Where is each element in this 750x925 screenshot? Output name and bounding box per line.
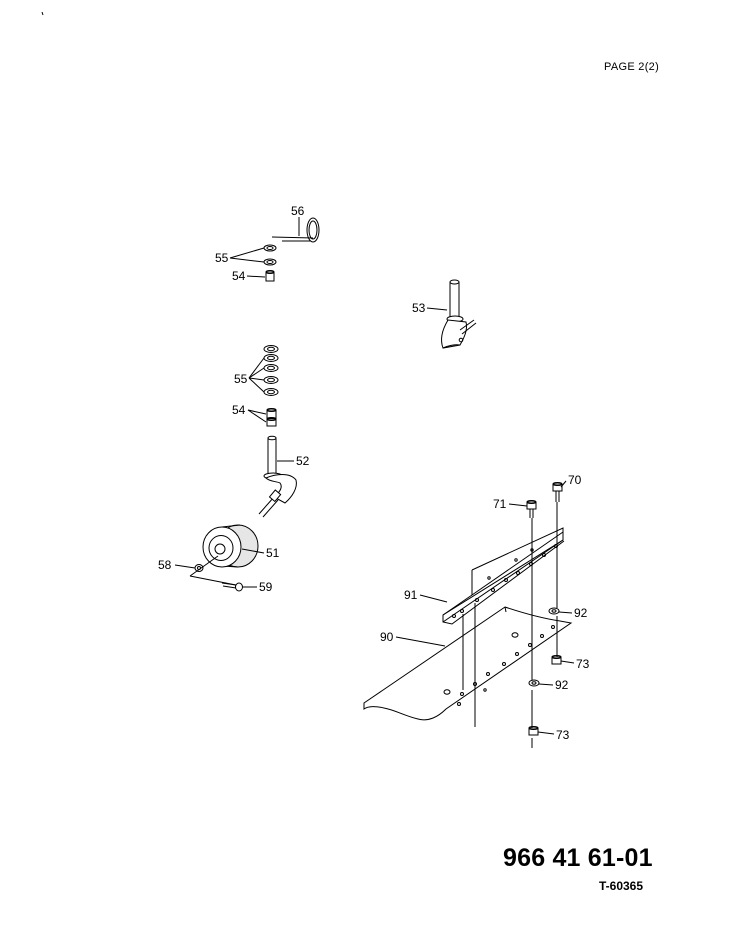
callout-53-label: 53	[412, 301, 426, 315]
part-55-lower-washers	[263, 345, 279, 396]
callout-92-upper-label: 92	[574, 606, 588, 620]
callout-59: 59	[243, 580, 273, 594]
callout-53: 53	[412, 301, 448, 315]
document-number: 966 41 61-01	[503, 844, 653, 872]
part-56-clip	[271, 217, 320, 243]
callout-54-lower: 54	[232, 403, 267, 423]
callout-58-label: 58	[158, 558, 172, 572]
callout-58: 58	[158, 558, 196, 572]
callout-90-label: 90	[380, 630, 394, 644]
part-70-bolt	[552, 482, 563, 657]
callout-52-label: 52	[296, 454, 310, 468]
callout-71-label: 71	[493, 497, 507, 511]
callout-51-label: 51	[266, 546, 280, 560]
part-55-upper-washers	[263, 244, 277, 266]
callout-55-upper: 55	[215, 247, 265, 265]
part-73-upper-nut	[551, 655, 562, 665]
part-54-lower-bushings	[266, 408, 277, 427]
callout-55-upper-label: 55	[215, 251, 229, 265]
callout-73-lower: 73	[537, 728, 570, 742]
callout-51: 51	[241, 546, 280, 560]
callout-92-lower-label: 92	[555, 678, 569, 692]
part-59-bolt	[221, 582, 243, 592]
callout-90: 90	[380, 630, 446, 647]
part-73-lower-nut	[528, 726, 539, 736]
callout-59-label: 59	[259, 580, 273, 594]
part-71-bolt	[526, 500, 537, 748]
part-52-arm	[258, 435, 297, 518]
callout-73-upper-label: 73	[576, 657, 590, 671]
callout-70-label: 70	[568, 473, 582, 487]
callout-92-upper: 92	[558, 606, 588, 620]
callout-55-lower: 55	[234, 357, 265, 393]
callout-70: 70	[560, 473, 582, 488]
callout-54-upper: 54	[232, 269, 266, 283]
part-92-lower-washer	[528, 679, 540, 687]
stray-mark	[41, 11, 44, 16]
part-51-wheel	[202, 524, 259, 568]
page-label: PAGE 2(2)	[604, 61, 660, 73]
callout-55-lower-label: 55	[234, 372, 248, 386]
callout-92-lower: 92	[538, 678, 569, 692]
part-90-base-plate	[363, 603, 573, 727]
callout-91: 91	[404, 588, 448, 603]
callout-54-upper-label: 54	[232, 269, 246, 283]
callout-54-lower-label: 54	[232, 403, 246, 417]
callout-71: 71	[493, 497, 528, 511]
callout-56: 56	[291, 204, 305, 236]
callout-52: 52	[277, 454, 310, 468]
part-53-bracket	[441, 279, 477, 349]
callout-91-label: 91	[404, 588, 418, 602]
part-91-angle-strip	[442, 527, 565, 625]
callout-73-upper: 73	[560, 657, 590, 671]
drawing-number: T-60365	[599, 879, 644, 893]
part-54-upper-bushing	[265, 270, 275, 282]
part-92-upper-washer	[548, 607, 560, 615]
callout-73-lower-label: 73	[556, 728, 570, 742]
callout-56-label: 56	[291, 204, 305, 218]
